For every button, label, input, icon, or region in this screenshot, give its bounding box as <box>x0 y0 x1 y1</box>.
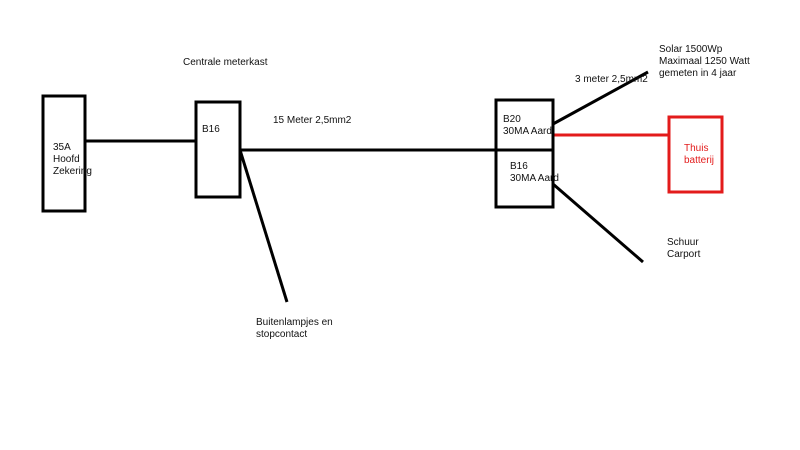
home-battery-label: Thuis batterij <box>684 143 715 166</box>
b16-left-box <box>194 100 242 199</box>
solar-cable-label: 3 meter 2,5mm2 <box>575 74 648 85</box>
outdoor-lights-label: Buitenlampjes en stopcontact <box>256 317 333 340</box>
b20-group-label: B20 30MA Aard <box>503 114 552 137</box>
main-fuse-label: 35A Hoofd Zekering <box>53 142 92 177</box>
shed-carport-line <box>552 182 644 264</box>
cable-length-label: 15 Meter 2,5mm2 <box>273 115 352 126</box>
b16-left-label: B16 <box>202 124 220 135</box>
home-battery-box <box>667 115 724 194</box>
b16-right-group-box <box>494 148 555 209</box>
b16-right-group-label: B16 30MA Aard <box>510 161 559 184</box>
central-meter-box-label: Centrale meterkast <box>183 57 268 68</box>
main-fuse-box <box>41 94 87 213</box>
shed-carport-label: Schuur Carport <box>667 237 701 260</box>
solar-label: Solar 1500Wp Maximaal 1250 Watt gemeten … <box>659 44 750 79</box>
outdoor-lights-line <box>238 149 289 303</box>
solar-line <box>552 70 649 126</box>
